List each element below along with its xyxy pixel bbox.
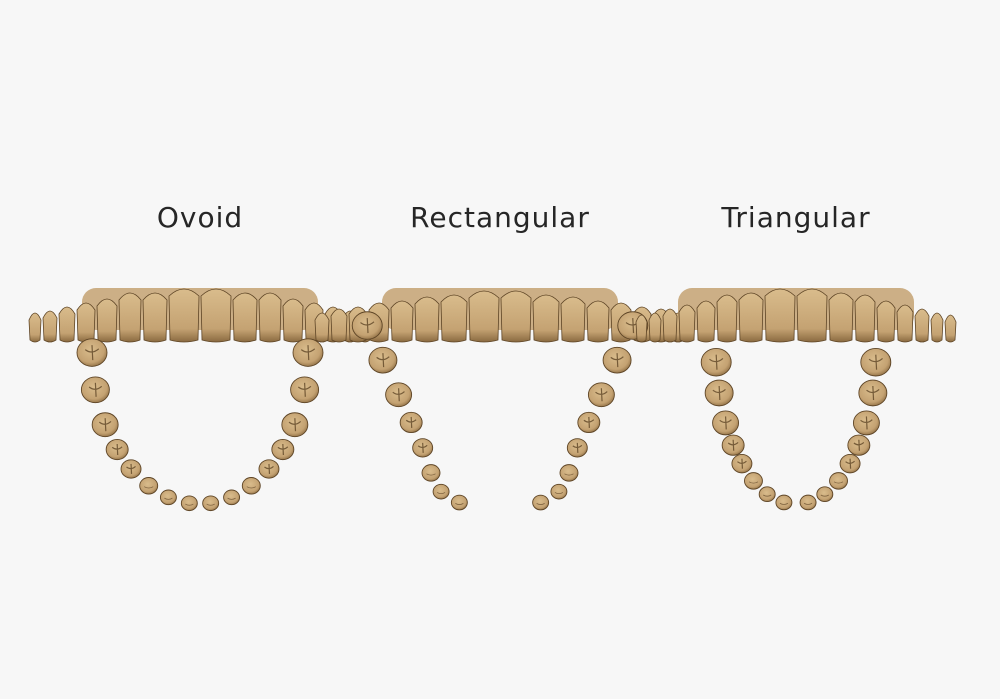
- upper-tooth: [330, 308, 348, 343]
- upper-tooth: [390, 300, 414, 343]
- lower-tooth: [292, 338, 324, 367]
- lower-tooth: [829, 472, 848, 490]
- lower-tooth: [712, 410, 740, 436]
- upper-tooth: [440, 294, 468, 343]
- lower-arch-occlusal-view: [351, 311, 649, 511]
- lower-tooth: [847, 434, 871, 456]
- lower-tooth: [721, 434, 745, 456]
- arch-column-ovoid: Ovoid: [28, 0, 372, 699]
- lower-tooth: [559, 464, 579, 482]
- lower-tooth: [421, 464, 441, 482]
- lower-tooth: [858, 379, 888, 407]
- arch-column-rectangular: Rectangular: [314, 0, 686, 699]
- rectangular-arch-illustration: [314, 288, 686, 511]
- lower-tooth: [385, 382, 413, 408]
- lower-tooth: [532, 494, 550, 511]
- upper-tooth: [662, 308, 678, 343]
- upper-tooth: [716, 294, 738, 343]
- upper-tooth: [76, 302, 96, 343]
- lower-tooth: [450, 494, 468, 511]
- upper-tooth: [876, 300, 896, 343]
- upper-tooth: [678, 304, 696, 343]
- upper-tooth: [828, 292, 854, 343]
- upper-tooth: [914, 308, 930, 343]
- lower-tooth: [577, 411, 601, 434]
- lower-tooth: [587, 382, 615, 408]
- lower-tooth: [566, 438, 588, 458]
- lower-tooth: [550, 483, 568, 500]
- lower-tooth: [368, 346, 398, 374]
- lower-tooth: [91, 412, 119, 438]
- lower-arch-occlusal-view: [76, 338, 324, 512]
- upper-tooth: [168, 288, 200, 343]
- lower-tooth: [758, 486, 776, 503]
- upper-tooth: [532, 294, 560, 343]
- lower-tooth: [816, 486, 834, 503]
- upper-tooth: [28, 312, 42, 343]
- upper-tooth: [314, 312, 330, 343]
- upper-tooth: [118, 292, 142, 343]
- lower-tooth: [180, 495, 198, 512]
- lower-tooth: [290, 376, 320, 404]
- upper-tooth: [796, 288, 828, 343]
- lower-tooth: [852, 410, 880, 436]
- upper-tooth: [944, 314, 957, 343]
- lower-tooth: [223, 489, 241, 506]
- upper-tooth: [232, 292, 258, 343]
- lower-tooth: [76, 338, 108, 367]
- lower-tooth: [602, 346, 632, 374]
- lower-tooth: [839, 454, 861, 474]
- upper-tooth: [96, 298, 118, 343]
- ovoid-arch-illustration: [28, 288, 372, 512]
- lower-tooth: [704, 379, 734, 407]
- lower-tooth: [159, 489, 177, 506]
- arch-column-triangular: Triangular: [635, 0, 957, 699]
- upper-tooth: [42, 310, 58, 343]
- lower-tooth: [744, 472, 763, 490]
- lower-tooth: [432, 483, 450, 500]
- lower-tooth: [799, 494, 817, 511]
- lower-tooth: [731, 454, 753, 474]
- lower-tooth: [241, 477, 261, 495]
- arch-title-ovoid: Ovoid: [156, 201, 244, 234]
- lower-tooth: [775, 494, 793, 511]
- upper-tooth: [468, 290, 500, 343]
- lower-tooth: [351, 311, 383, 340]
- upper-tooth: [560, 296, 586, 343]
- lower-tooth: [271, 438, 295, 461]
- lower-tooth: [860, 347, 892, 377]
- upper-tooth: [500, 290, 532, 343]
- upper-tooth: [282, 298, 304, 343]
- lower-tooth: [258, 459, 280, 479]
- lower-tooth: [700, 347, 732, 377]
- upper-tooth: [738, 292, 764, 343]
- upper-tooth: [648, 312, 662, 343]
- lower-tooth: [281, 412, 309, 438]
- upper-tooth: [142, 292, 168, 343]
- upper-tooth: [696, 300, 716, 343]
- lower-tooth: [399, 411, 423, 434]
- arch-title-triangular: Triangular: [721, 201, 871, 234]
- upper-tooth: [258, 292, 282, 343]
- upper-tooth: [414, 296, 440, 343]
- lower-arch-occlusal-view: [700, 347, 892, 511]
- upper-tooth: [854, 294, 876, 343]
- upper-tooth: [930, 312, 944, 343]
- triangular-arch-illustration: [635, 288, 957, 511]
- lower-tooth: [139, 477, 159, 495]
- upper-tooth: [896, 304, 914, 343]
- lower-tooth: [202, 495, 220, 512]
- upper-tooth: [586, 300, 610, 343]
- arch-title-rectangular: Rectangular: [410, 201, 590, 234]
- lower-tooth: [80, 376, 110, 404]
- upper-tooth: [764, 288, 796, 343]
- lower-tooth: [105, 438, 129, 461]
- upper-tooth: [635, 314, 648, 343]
- upper-arch-frontal-view: [635, 288, 957, 343]
- upper-tooth: [58, 306, 76, 343]
- upper-tooth: [200, 288, 232, 343]
- lower-tooth: [120, 459, 142, 479]
- lower-tooth: [412, 438, 434, 458]
